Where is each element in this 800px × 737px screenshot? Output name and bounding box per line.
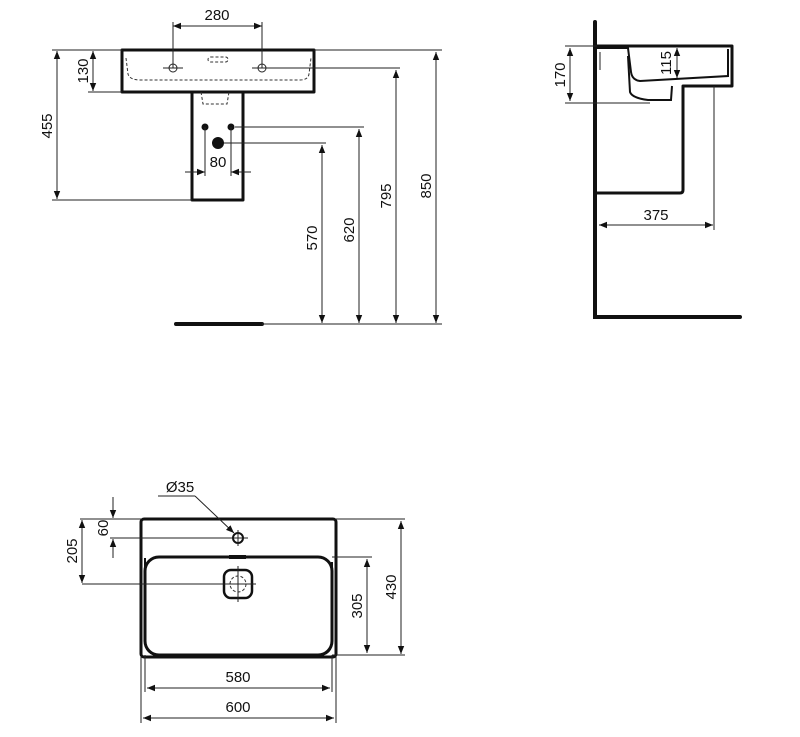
basin-inner-dashed — [125, 57, 312, 81]
bowl-profile — [597, 47, 729, 83]
trap-profile — [627, 55, 673, 101]
dim-waste-height: 570 — [304, 225, 321, 250]
dim-basin-height: 130 — [75, 58, 92, 83]
dim-bowl-width: 580 — [225, 669, 250, 686]
pedestal-outline — [190, 92, 245, 202]
dim-tap-height: 795 — [378, 183, 395, 208]
top-view: Ø35 60 205 305 430 580 600 — [64, 479, 405, 723]
tap-hole — [230, 530, 248, 546]
dim-bowl-depth: 305 — [349, 593, 366, 618]
dim-side-bowl-depth: 115 — [658, 51, 675, 75]
wall-and-floor — [593, 20, 742, 319]
basin-top-outline — [139, 517, 338, 659]
dim-side-overall-depth: 170 — [552, 62, 569, 87]
waste-outlet — [82, 566, 256, 602]
dim-pedestal-height: 455 — [39, 113, 56, 138]
dim-overall-depth: 430 — [383, 574, 400, 599]
dim-tap-spacing: 280 — [204, 7, 229, 24]
dim-overall-width: 600 — [225, 699, 250, 716]
basin-front-outline — [120, 48, 316, 94]
dim-pipe-spacing: 80 — [210, 154, 227, 171]
trap-dashed — [200, 91, 230, 105]
dim-tap-hole-diameter: Ø35 — [166, 479, 194, 496]
dim-waste-offset: 205 — [64, 538, 81, 563]
side-view: 170 115 375 — [552, 20, 742, 319]
overflow-slot — [207, 56, 229, 63]
dim-side-projection: 375 — [643, 207, 668, 224]
dim-top-height: 850 — [418, 173, 435, 198]
basin-side-outline — [597, 44, 734, 195]
front-view: 280 130 455 80 570 620 795 850 — [39, 7, 442, 326]
waste-point — [212, 137, 224, 149]
dim-tap-hole-offset: 60 — [95, 520, 112, 537]
dim-supply-height: 620 — [341, 217, 358, 242]
